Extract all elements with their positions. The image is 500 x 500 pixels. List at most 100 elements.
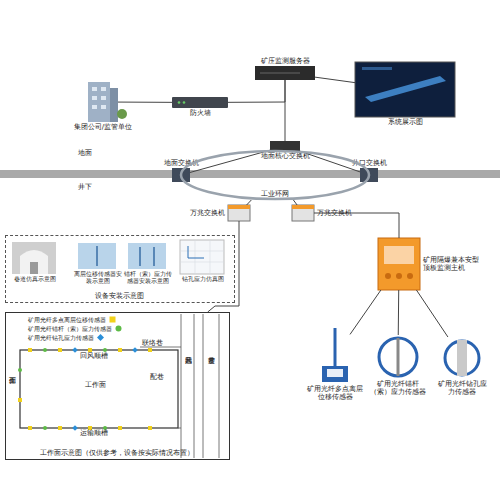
image-sim [180, 240, 224, 274]
switch-node: 万兆交换机 [292, 205, 314, 221]
roadway-line [181, 314, 182, 458]
node-label: 万兆交换机 [317, 209, 362, 217]
sensor-marker [43, 348, 47, 352]
ground-band [0, 170, 500, 178]
node-label: 离层位移传感器安装示意图 [73, 271, 123, 285]
switch-icon [228, 205, 250, 209]
sensor-icon [334, 328, 337, 366]
sensor-marker [88, 348, 92, 352]
sensor-marker [43, 426, 47, 430]
sensor-marker [103, 348, 107, 352]
sensor-marker [28, 348, 32, 352]
host-gland [385, 273, 391, 279]
node-label: 系统展示图 [375, 118, 435, 126]
legend: 矿用光纤多点离层位移传感器矿用光纤锚杆（索）应力传感器矿用光纤钻孔应力传感器 [28, 315, 122, 342]
host-gland [396, 273, 402, 279]
image-sim [180, 240, 224, 274]
node-label: 锚杆（索）应力传感器安装示意图 [122, 271, 174, 285]
area-label: 联络巷 [142, 340, 163, 347]
image-tunnel [30, 262, 38, 274]
sensor-marker [132, 347, 138, 353]
sensor-node: 矿用光纤多点离层位移传感器 [320, 328, 350, 384]
legend-text: 矿用光纤锚杆（索）应力传感器 [28, 326, 112, 332]
switch-icon [228, 205, 250, 221]
image-node: 离层位移传感器安装示意图 [79, 244, 117, 270]
image-node: 巷道仿真示意图 [13, 243, 57, 275]
area-label: 配巷 [150, 374, 164, 381]
node-label: 设备安装示意图 [6, 292, 232, 300]
node-label: 地面交换机 [159, 159, 204, 167]
window [101, 96, 106, 100]
connector [118, 102, 172, 103]
building-node: 集团公司/监管单位 [88, 82, 118, 122]
sensor-icon [457, 340, 467, 376]
sensor-marker [148, 426, 152, 430]
node-label: 井口交换机 [347, 159, 392, 167]
sensor-marker [18, 398, 22, 402]
sensor-icon [445, 341, 479, 375]
legend-swatch [109, 316, 116, 323]
window [92, 96, 97, 100]
node-label: 工业环网 [180, 190, 370, 198]
image-install [78, 243, 116, 269]
area-label: 回风顺槽 [80, 353, 108, 360]
host-icon [378, 238, 420, 290]
status-light [183, 101, 186, 104]
roadway-line [194, 314, 195, 458]
area-label: 运输顺槽 [80, 430, 108, 437]
ring-outline [181, 151, 369, 199]
sensor-icon [322, 366, 348, 382]
image-install [139, 247, 141, 266]
firewall-icon [172, 97, 228, 108]
legend-swatch [116, 326, 122, 332]
legend-swatch [110, 317, 116, 323]
host-gland [407, 273, 413, 279]
node-label: 集团公司/监管单位 [63, 123, 143, 131]
image-sim [188, 246, 204, 258]
firewall-node: 防火墙 [172, 97, 228, 108]
sensor-marker [118, 348, 122, 352]
screen-graphic [365, 76, 446, 102]
connector [285, 80, 286, 141]
node-label: 巷道仿真示意图 [10, 276, 60, 283]
tree-icon [117, 109, 127, 119]
ring-network: 工业环网 [180, 150, 370, 200]
node-label: 矿用光纤钻孔应力传感器 [437, 380, 487, 396]
sensor-marker [58, 426, 62, 430]
area-label: 工作面 [85, 382, 106, 389]
image-tunnel [20, 250, 48, 274]
image-install [153, 247, 155, 266]
server-slot [260, 73, 300, 74]
sensor-marker [58, 348, 62, 352]
legend-swatch [115, 325, 122, 332]
image-node: 钻孔应力仿真图 [181, 241, 225, 275]
connector [247, 200, 252, 205]
sensor-marker [118, 426, 122, 430]
status-light [178, 101, 181, 104]
image-tunnel [12, 242, 56, 274]
connector [416, 290, 448, 337]
legend-text: 矿用光纤多点离层位移传感器 [28, 317, 106, 323]
sensor-icon [397, 338, 400, 376]
node-label: 矿用隔爆兼本安型顶板监测主机 [423, 256, 485, 272]
image-install [128, 243, 166, 269]
switch-icon [292, 205, 314, 221]
node-label: 万兆交换机 [180, 209, 225, 217]
server-icon [255, 66, 315, 80]
node-label: 工作面示意图（仅供参考，设备按实际情况布置） [6, 450, 227, 457]
node-label: 钻孔应力仿真图 [177, 276, 229, 283]
window [92, 105, 97, 109]
connector [398, 290, 399, 335]
window [92, 87, 97, 91]
connector [293, 200, 297, 205]
sensor-node: 矿用光纤锚杆（索）应力传感器 [377, 335, 419, 379]
node-label: 矿用光纤多点离层位移传感器 [307, 385, 363, 401]
legend-row: 矿用光纤钻孔应力传感器 [28, 333, 122, 342]
image-node: 锚杆（索）应力传感器安装示意图 [129, 244, 167, 270]
connector [315, 77, 355, 83]
roadway-line [219, 314, 220, 458]
sensor-icon [379, 338, 417, 376]
switch-node: 万兆交换机 [228, 205, 250, 221]
roadway-line [178, 428, 181, 429]
sensor-marker [18, 368, 22, 372]
